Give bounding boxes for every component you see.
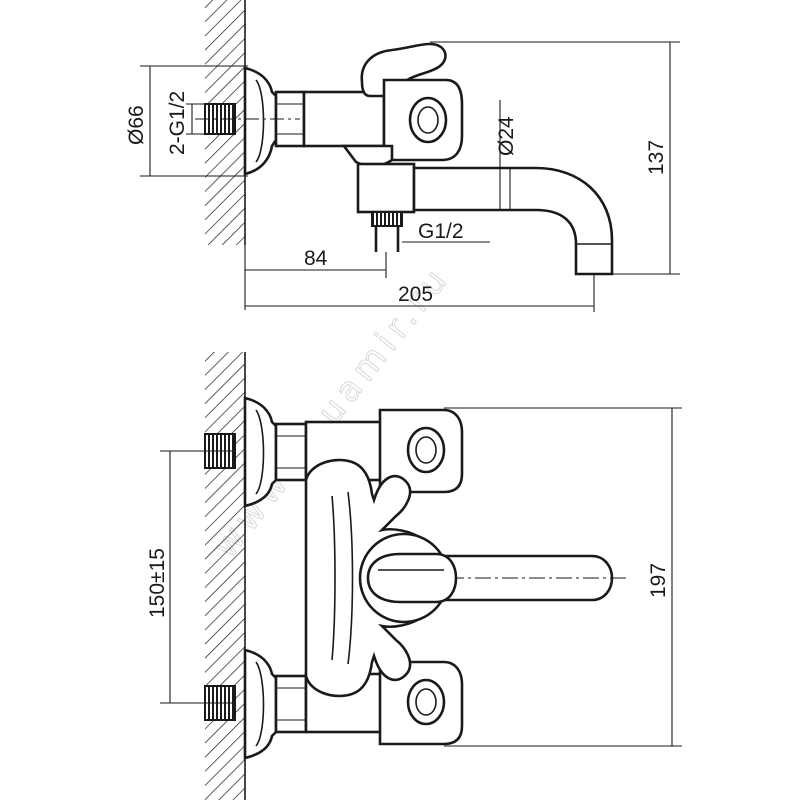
dim-outlet-offset-label: 84 [304,247,328,270]
spout-side [412,166,614,276]
dim-body-diameter: Ø66 [125,65,248,177]
dim-outlet-offset: 84 [244,245,387,310]
dim-outlet-thread: G1/2 [402,220,490,243]
dim-overall-width: 197 [444,407,682,747]
escutcheon-side [243,66,278,176]
front-view: 150±15 197 [146,352,682,800]
wall-front [205,352,246,800]
dim-inlet-thread: 2-G1/2 [166,91,210,155]
dim-overall-width-label: 197 [647,563,670,598]
dim-spout-diameter: Ø24 [495,100,518,210]
dim-total-length: 205 [245,274,595,312]
escutcheon-upper [243,396,278,508]
dim-body-diameter-label: Ø66 [125,105,148,145]
lower-body-side [356,162,416,214]
dim-outlet-thread-label: G1/2 [418,220,464,243]
outlet-thread-side [371,211,403,227]
dim-inlet-spacing-label: 150±15 [146,548,169,618]
escutcheon-lower [243,648,278,760]
connector-upper [274,422,308,482]
side-view: Ø66 2-G1/2 Ø24 G1/2 137 [125,0,680,312]
lever-handle-front [366,552,458,604]
dim-spout-diameter-label: Ø24 [495,116,518,156]
dim-inlet-spacing: 150±15 [146,450,236,704]
dim-inlet-thread-label: 2-G1/2 [166,91,189,155]
body-side [302,90,386,148]
dim-height-label: 137 [645,140,668,175]
connector-lower [274,674,308,734]
dim-height: 137 [430,41,680,275]
dim-total-length-label: 205 [398,283,433,306]
